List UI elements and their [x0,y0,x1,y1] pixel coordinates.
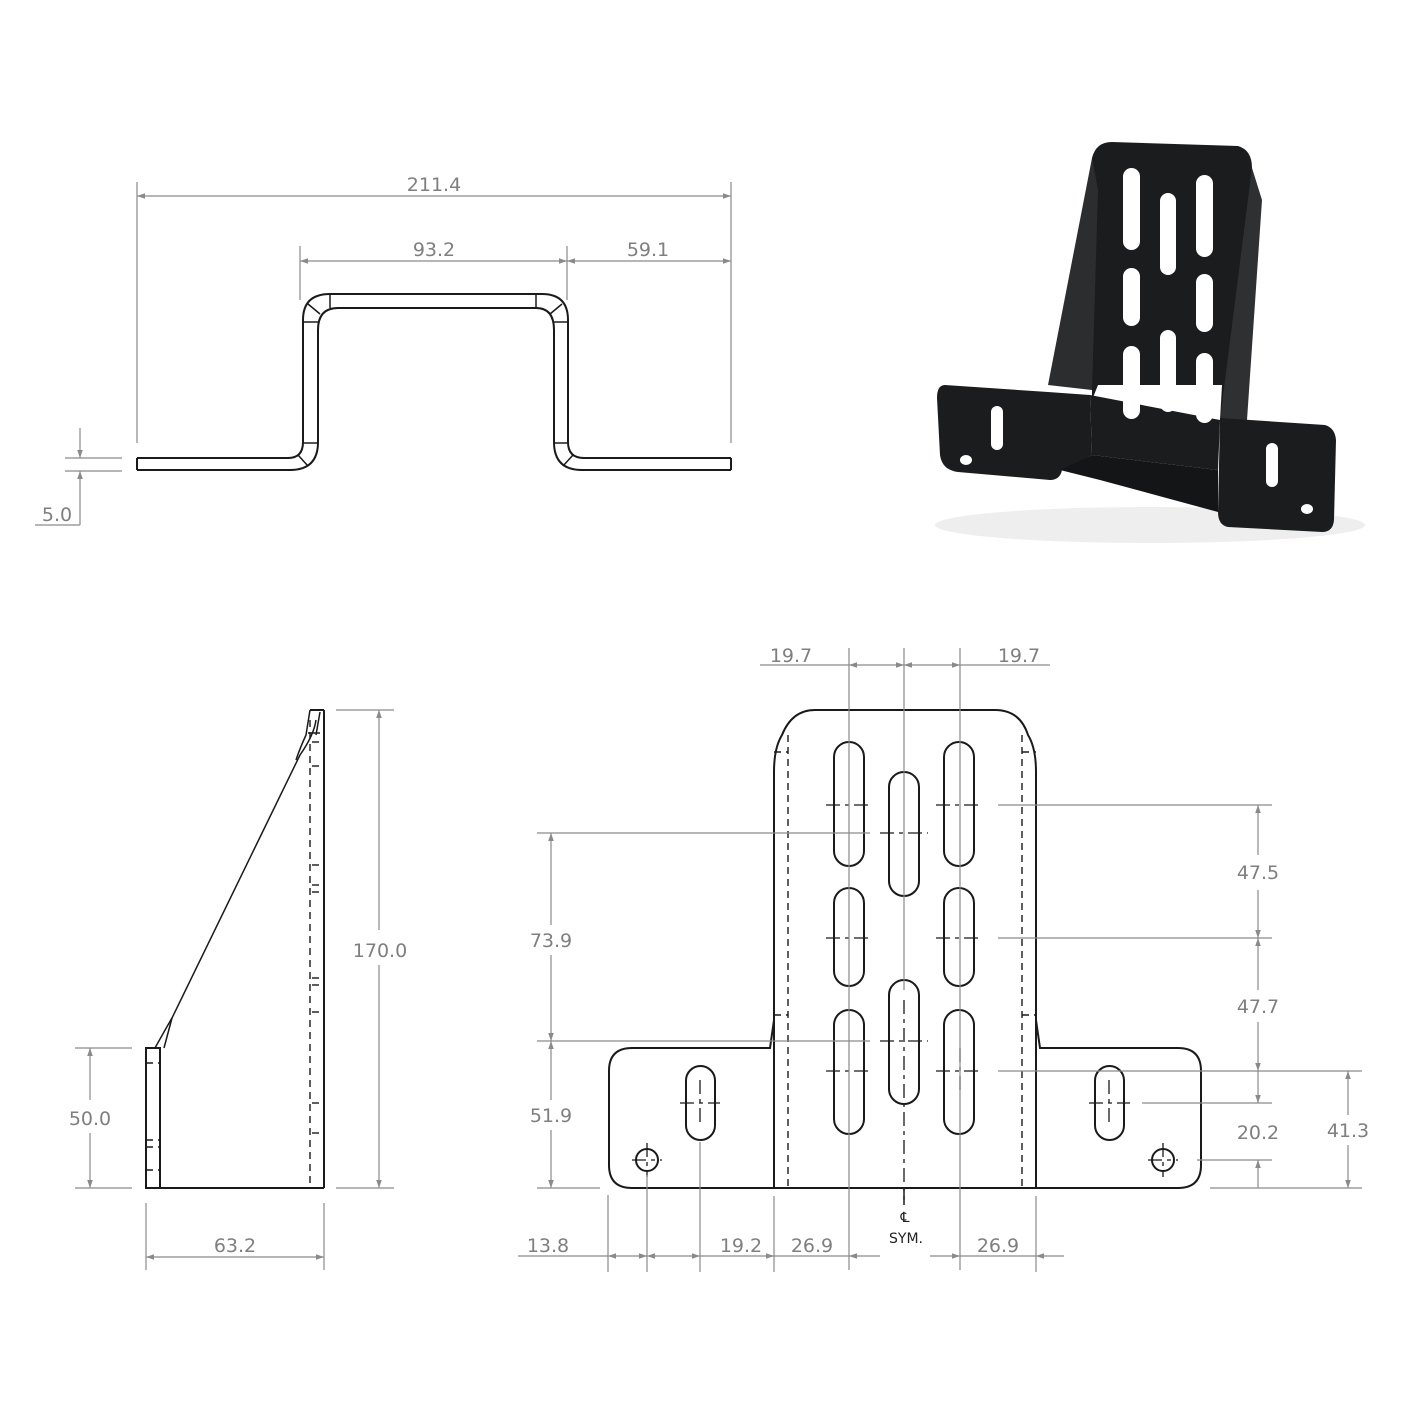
dim-hole-to-slot-vertical: 20.2 [1237,1122,1279,1144]
dim-channel-width: 93.2 [413,239,455,261]
slot-array [635,741,1175,1172]
dim-total-height: 170.0 [353,940,407,962]
dim-edge-to-hole: 13.8 [527,1235,569,1257]
profile-outer-edge [137,307,731,471]
profile-inner-edge [137,293,731,459]
dim-depth: 63.2 [214,1235,256,1257]
dim-slot-pitch-right: 19.7 [998,645,1040,667]
side-view: 170.0 50.0 63.2 [69,709,407,1270]
dim-center-slot-spacing: 73.9 [530,930,572,952]
dim-flange-width: 59.1 [627,239,669,261]
dim-slot-to-wall-right: 26.9 [977,1235,1019,1257]
iso-render-view [935,142,1365,543]
dim-flange-height: 50.0 [69,1108,111,1130]
front-view: 19.7 19.7 73.9 51.9 47.5 47.7 20.2 41.3 [518,645,1369,1272]
dim-row-spacing-upper: 47.5 [1237,862,1279,884]
dim-row-spacing-lower: 47.7 [1237,996,1279,1018]
dim-overall-width: 211.4 [407,174,461,196]
dim-thickness: 5.0 [42,504,72,526]
dim-hole-to-slot-horizontal: 19.2 [720,1235,762,1257]
centerline-symbol: ℄ [900,1210,910,1226]
front-outline [608,709,1202,1189]
top-profile-view: 211.4 93.2 59.1 5.0 [35,174,732,526]
dim-slot-row-height: 41.3 [1327,1120,1369,1142]
centerline-label: SYM. [889,1231,923,1247]
dim-slot-to-wall-left: 26.9 [791,1235,833,1257]
dim-center-slot-height: 51.9 [530,1105,572,1127]
dim-slot-pitch-left: 19.7 [770,645,812,667]
